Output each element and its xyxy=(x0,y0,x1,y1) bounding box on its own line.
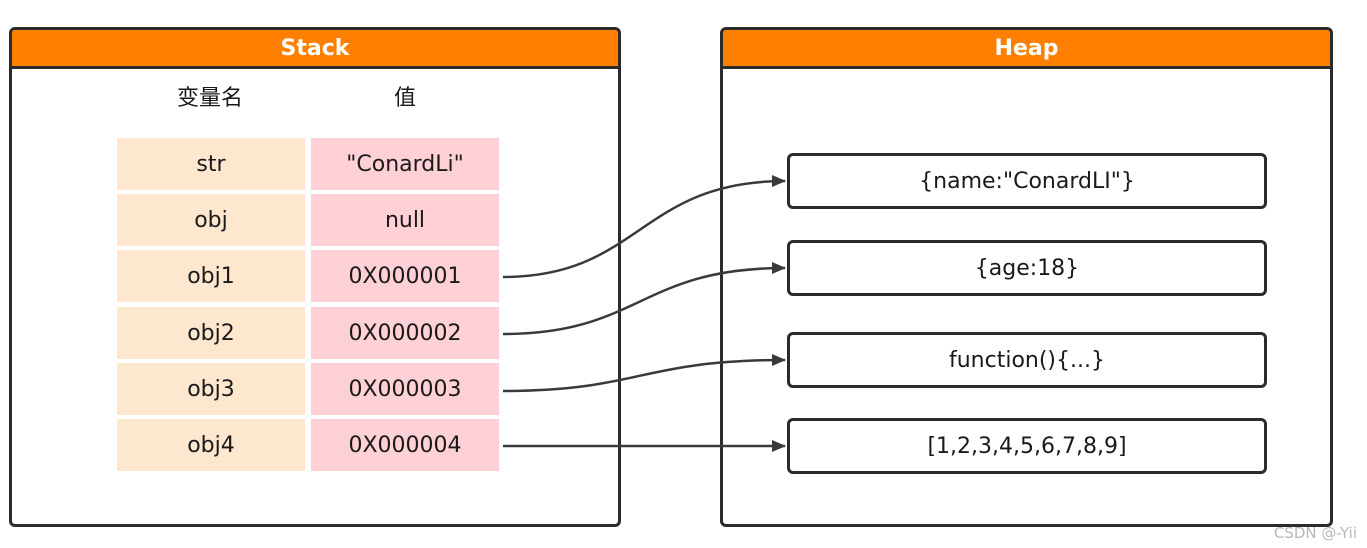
stack-title: Stack xyxy=(12,30,618,69)
stack-var-cell: str xyxy=(117,138,305,190)
stack-value-cell: 0X000003 xyxy=(311,363,499,415)
stack-var-cell: obj3 xyxy=(117,363,305,415)
heap-object: {name:"ConardLI"} xyxy=(787,153,1267,209)
stack-value-cell: "ConardLi" xyxy=(311,138,499,190)
heap-title: Heap xyxy=(723,30,1330,69)
heap-object: [1,2,3,4,5,6,7,8,9] xyxy=(787,418,1267,474)
heap-object: function(){...} xyxy=(787,332,1267,388)
stack-value-cell: 0X000002 xyxy=(311,307,499,359)
stack-var-cell: obj1 xyxy=(117,250,305,302)
stack-value-cell: 0X000001 xyxy=(311,250,499,302)
value-header: 值 xyxy=(393,86,416,111)
variable-name-header: 变量名 xyxy=(176,86,243,111)
heap-object: {age:18} xyxy=(787,240,1267,296)
stack-value-cell: null xyxy=(311,194,499,246)
stack-var-cell: obj4 xyxy=(117,419,305,471)
watermark: CSDN @-Yii xyxy=(1273,524,1357,542)
stack-var-cell: obj xyxy=(117,194,305,246)
stack-var-cell: obj2 xyxy=(117,307,305,359)
stack-value-cell: 0X000004 xyxy=(311,419,499,471)
